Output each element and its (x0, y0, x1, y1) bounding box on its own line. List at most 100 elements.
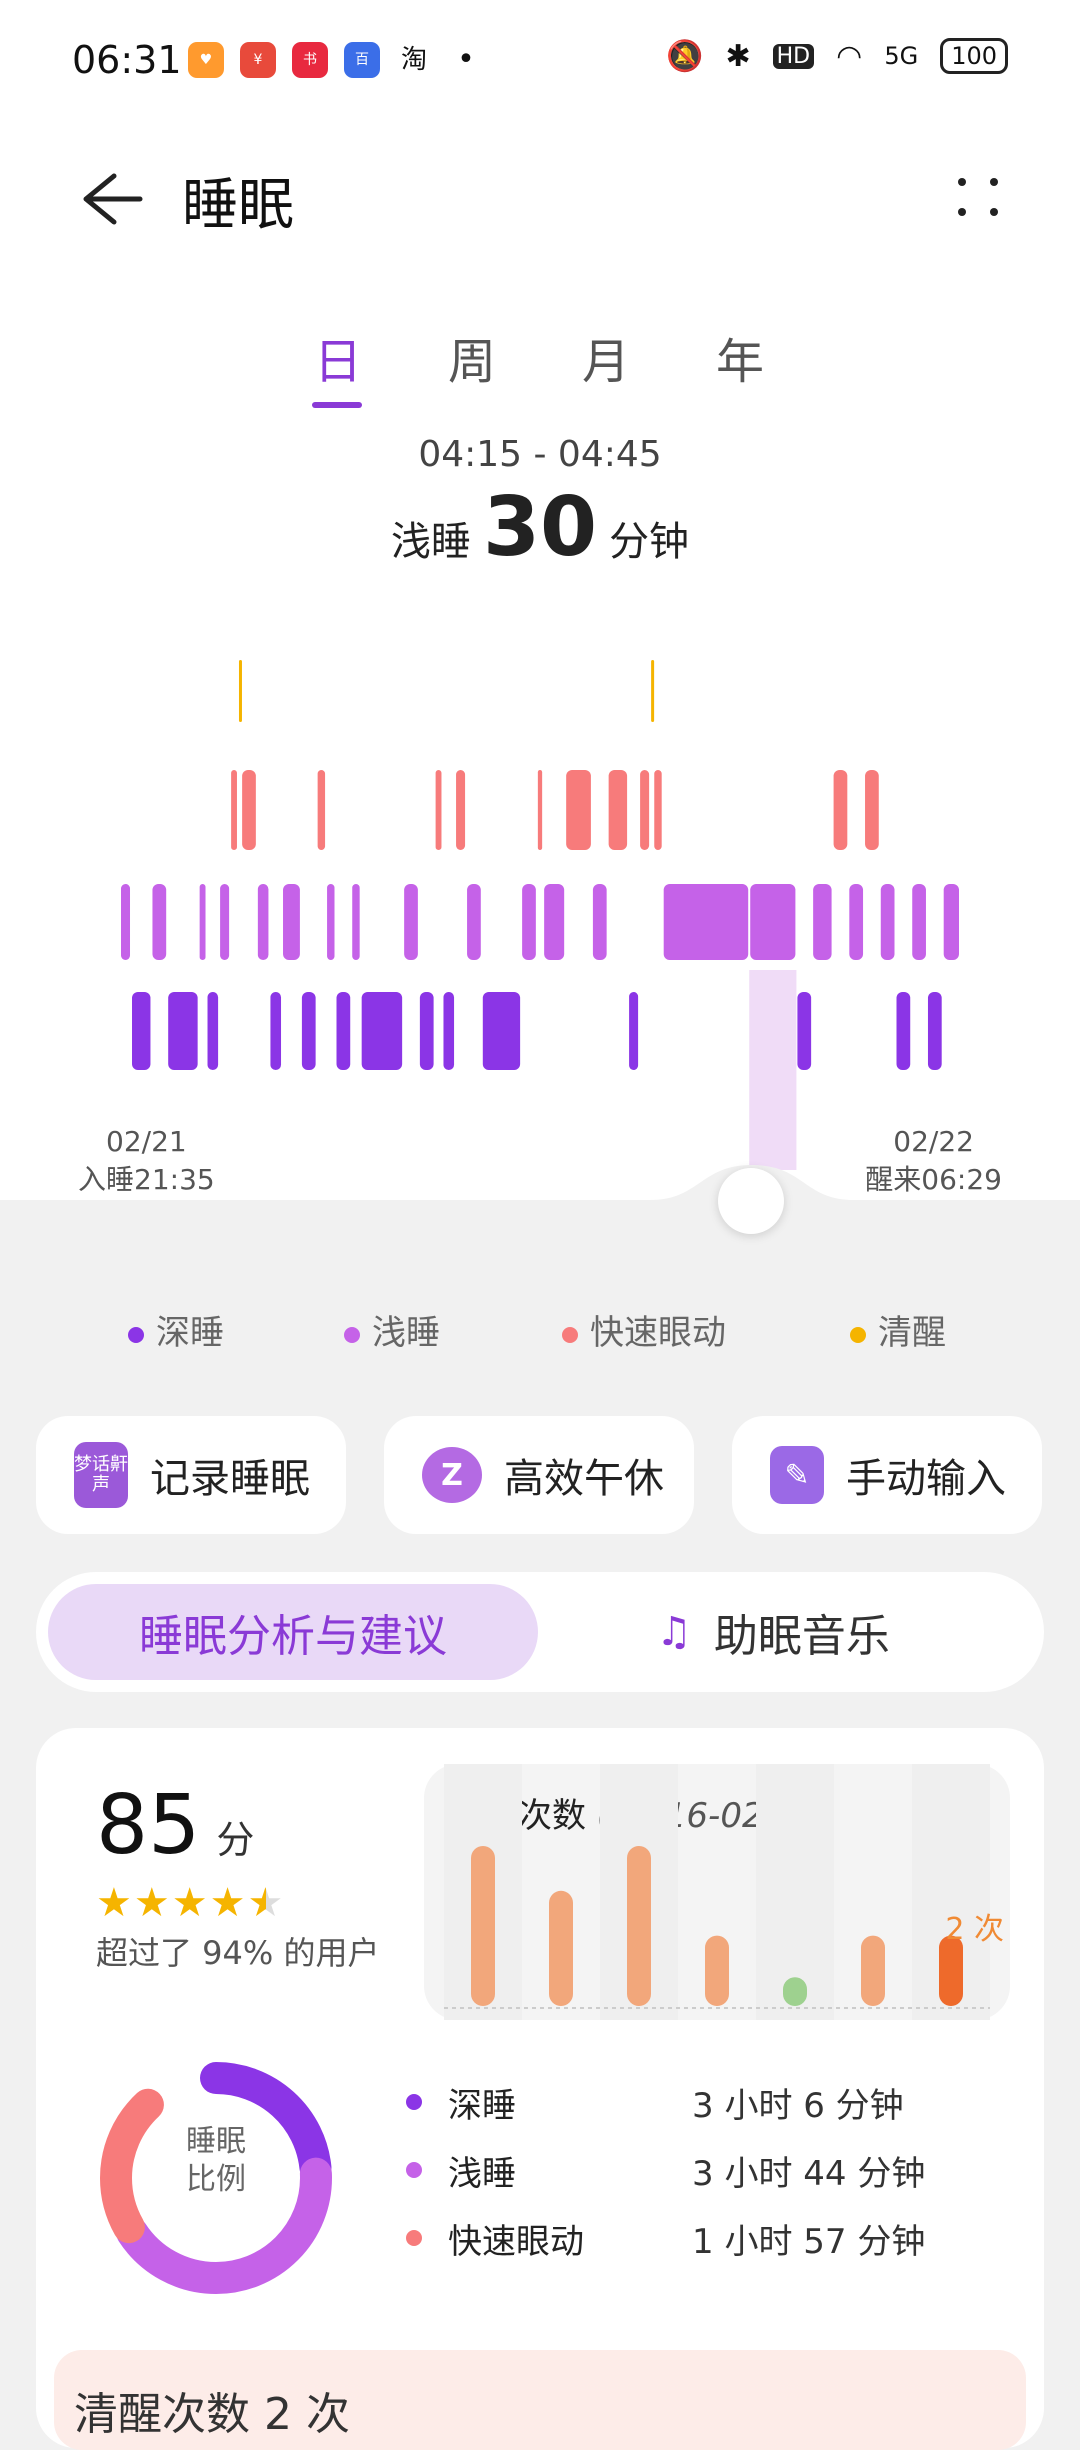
sleep-ratio-list: 深睡 3 小时 6 分钟 浅睡 3 小时 44 分钟 快速眼动 1 小时 57 … (406, 2078, 1006, 2282)
donut-center-line1: 睡眠 (186, 2124, 246, 2159)
legend-dot-icon (128, 1326, 144, 1343)
more-menu-icon[interactable] (950, 164, 1010, 224)
sleep-end-label: 02/22 醒来06:29 (865, 1125, 1002, 1198)
status-time: 06:31 (72, 38, 182, 82)
nap-icon: Z (422, 1447, 482, 1503)
tab-month[interactable]: 月 (582, 334, 631, 390)
sleep-segment (663, 884, 749, 960)
sleep-segment (467, 884, 481, 960)
wake-current-count: 2 次 (945, 1912, 1004, 1947)
tab-sleep-music[interactable]: ♫ 助眠音乐 (656, 1584, 890, 1680)
analysis-card: 85分 ★★★★★ 超过了 94% 的用户 清醒次数 (02/16-02/22)… (36, 1728, 1044, 2448)
legend-rem: 快速眼动 (562, 1305, 726, 1354)
manual-input-button[interactable]: ✎ 手动输入 (732, 1416, 1042, 1534)
sleep-segment (199, 884, 206, 960)
period-tabs: 日 周 月 年 (0, 322, 1080, 412)
sleep-segment (522, 884, 536, 960)
wake-count-chart[interactable]: 清醒次数 (02/16-02/22) 2 次 (424, 1764, 1010, 2020)
wake-bar (627, 1846, 651, 2006)
sleep-segment (152, 884, 167, 960)
sleep-segment (833, 770, 848, 850)
selected-stage: 浅睡 (390, 519, 471, 565)
status-bar: 06:31 ♥ ¥ 书 百 淘 • 🔕 ✱ HD ◠ 5G 100 (0, 0, 1080, 124)
time-slider-handle[interactable] (718, 1168, 784, 1234)
tab-sleep-analysis[interactable]: 睡眠分析与建议 (48, 1584, 538, 1680)
sleep-segment (537, 770, 543, 850)
selected-duration: 30 (482, 480, 598, 575)
ratio-label: 浅睡 (448, 2154, 516, 2194)
nap-button[interactable]: Z 高效午休 (384, 1416, 694, 1534)
record-sleep-icon: 梦话鼾声 (74, 1442, 128, 1508)
sleep-segment (207, 992, 219, 1070)
donut-slice (100, 2062, 332, 2294)
sleep-segment (257, 884, 269, 960)
app-icon-health: ♥ (188, 42, 224, 78)
legend-light: 浅睡 (344, 1305, 440, 1354)
sleep-segment (797, 992, 812, 1070)
ratio-dot-icon (406, 2162, 422, 2178)
legend-label: 快速眼动 (590, 1313, 726, 1353)
sleep-segment (352, 884, 360, 960)
sleep-segment (566, 770, 591, 850)
star-half-icon: ★ (247, 1880, 286, 1926)
ratio-dot-icon (406, 2094, 422, 2110)
sleep-segment (404, 884, 418, 960)
legend-deep: 深睡 (128, 1305, 224, 1354)
back-arrow-icon[interactable] (74, 164, 144, 234)
star-icon: ★ (209, 1880, 248, 1926)
ratio-row-light: 浅睡 3 小时 44 分钟 (406, 2146, 1006, 2214)
tab-year[interactable]: 年 (716, 334, 765, 390)
sleep-segment (849, 884, 864, 960)
sleep-segment (238, 660, 242, 722)
sleep-segment (270, 992, 282, 1070)
tab-day[interactable]: 日 (314, 334, 363, 390)
sleep-music-label: 助眠音乐 (713, 1611, 890, 1662)
sleep-segment (544, 884, 565, 960)
end-time: 醒来06:29 (865, 1163, 1002, 1196)
hd-icon: HD (772, 43, 815, 69)
selected-unit: 分钟 (609, 519, 690, 565)
tab-week[interactable]: 周 (448, 334, 497, 390)
bell-mute-icon: 🔕 (666, 38, 704, 74)
sleep-segment (242, 770, 256, 850)
signal-icon: 5G (884, 42, 919, 70)
sleep-segment (121, 884, 131, 960)
ratio-label: 快速眼动 (448, 2222, 584, 2262)
score-value: 85 (96, 1778, 201, 1873)
page-title: 睡眠 (182, 173, 294, 238)
sleep-segment (301, 992, 316, 1070)
score-unit: 分 (216, 1818, 255, 1862)
notification-icons: ♥ ¥ 书 百 淘 • (188, 42, 484, 78)
star-icon: ★ (96, 1880, 134, 1926)
app-icon-taobao: 淘 (396, 42, 432, 78)
wake-bar (861, 1935, 885, 2006)
sleep-segment (435, 770, 442, 850)
more-dot-icon: • (457, 42, 475, 77)
sleep-segment (813, 884, 832, 960)
sleep-segment (654, 770, 662, 850)
sleep-segment (317, 770, 326, 850)
ratio-value: 3 小时 6 分钟 (692, 2086, 904, 2126)
app-header: 睡眠 (0, 150, 1080, 290)
sleep-segment (896, 992, 911, 1070)
chart-legend: 深睡 浅睡 快速眼动 清醒 (0, 1305, 1080, 1355)
sleep-segment (651, 660, 655, 722)
analysis-music-switch: 睡眠分析与建议 ♫ 助眠音乐 (36, 1572, 1044, 1692)
sleep-stage-chart[interactable] (0, 640, 1080, 1200)
record-sleep-button[interactable]: 梦话鼾声 记录睡眠 (36, 1416, 346, 1534)
score-percentile: 超过了 94% 的用户 (96, 1934, 380, 1972)
sleep-segment (327, 884, 335, 960)
end-date: 02/22 (893, 1125, 974, 1158)
manual-input-label: 手动输入 (846, 1456, 1006, 1502)
sleep-segment (336, 992, 351, 1070)
star-icon: ★ (171, 1880, 210, 1926)
legend-dot-icon (562, 1326, 578, 1343)
sleep-segment (443, 992, 455, 1070)
bluetooth-icon: ✱ (725, 38, 751, 74)
sleep-segment (629, 992, 639, 1070)
ratio-row-rem: 快速眼动 1 小时 57 分钟 (406, 2214, 1006, 2282)
tab-underline (312, 402, 362, 408)
legend-dot-icon (850, 1326, 866, 1343)
legend-label: 浅睡 (372, 1313, 440, 1353)
wake-count-banner[interactable]: 清醒次数 2 次 (54, 2350, 1026, 2450)
